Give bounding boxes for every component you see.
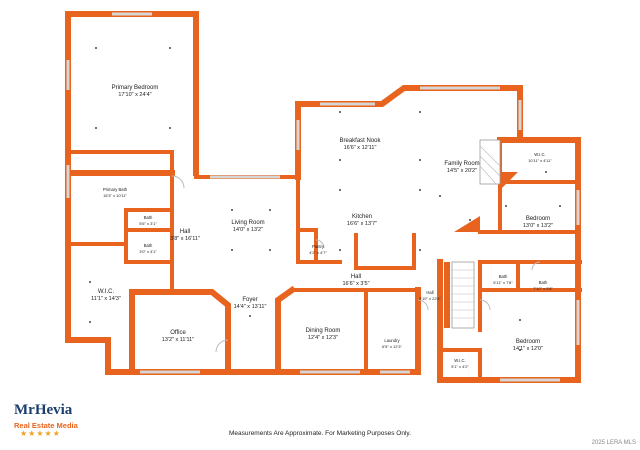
dims-bath-b: 3'0" x 4'1": [139, 249, 157, 254]
dims-bath-a: 5'6" x 3'1": [139, 221, 157, 226]
doors: [171, 175, 541, 353]
dims-primary-bath: 15'3" x 10'11": [103, 193, 127, 198]
stair-rail: [444, 262, 450, 328]
dims-wic-east: 10'11" x 4'11": [528, 158, 552, 163]
wall-office: [129, 289, 231, 375]
fixtures: [89, 47, 561, 351]
dims-bedroom-east: 13'0" x 13'2": [523, 223, 553, 229]
dims-primary-bedroom: 17'10" x 24'4": [118, 92, 151, 98]
dims-hall-center: 16'6" x 3'5": [342, 281, 369, 287]
label-laundry: Laundry: [384, 338, 400, 343]
brand-logo: MrHevia Real Estate Media ★★★★★: [12, 398, 92, 440]
label-pantry: Pantry: [312, 244, 325, 249]
logo-stars: ★★★★★: [20, 429, 61, 438]
dims-foyer: 14'4" x 13'11": [234, 304, 267, 310]
wall-dining: [275, 285, 421, 375]
wall-kitchen-block: [295, 85, 523, 180]
dims-family-room: 14'5" x 20'2": [447, 168, 477, 174]
wall-east-wing: [437, 137, 581, 383]
logo-subtitle: Real Estate Media: [14, 421, 78, 430]
wall-primary-bedroom: [65, 11, 199, 176]
label-dining-room: Dining Room: [306, 328, 341, 334]
label-breakfast-nook: Breakfast Nook: [339, 138, 381, 144]
label-office: Office: [170, 330, 186, 336]
disclaimer-text: Measurements Are Approximate. For Market…: [229, 430, 411, 437]
label-primary-bath: Primary Bath: [103, 187, 128, 192]
label-family-room: Family Room: [444, 161, 479, 167]
dims-kitchen: 16'6" x 13'7": [347, 221, 377, 227]
dims-bath-c: 5'11" x 7'8": [493, 280, 513, 285]
copyright-text: 2025 LERA MLS: [591, 440, 636, 446]
dims-laundry: 6'5" x 12'3": [382, 344, 402, 349]
windows: [66, 12, 580, 382]
dims-dining-room: 12'4" x 12'3": [308, 335, 338, 341]
dims-hall-east: 9'10" x 22'4": [419, 296, 442, 301]
label-wic-east: W.I.C.: [534, 152, 545, 157]
label-bath-c: Bath: [499, 274, 508, 279]
wall-west-wing: [65, 152, 135, 375]
label-foyer: Foyer: [242, 297, 257, 303]
dims-bath-d: 7'10" x 5'8": [533, 286, 553, 291]
counter-wedge: [454, 216, 480, 232]
logo-name: MrHevia: [14, 402, 73, 418]
dims-breakfast-nook: 16'6" x 12'11": [344, 145, 377, 151]
label-living-room: Living Room: [231, 220, 264, 226]
label-hall-east: Hall: [426, 290, 433, 295]
fireplace-wedge: [500, 172, 518, 190]
dims-bedroom-south: 14'1" x 12'0": [513, 346, 543, 352]
label-bath-a: Bath: [144, 215, 153, 220]
label-bedroom-east: Bedroom: [526, 216, 550, 222]
dims-wic-west: 11'1" x 14'3": [91, 296, 121, 302]
exterior-walls: [65, 11, 582, 383]
label-hall-west: Hall: [180, 229, 190, 235]
dims-living-room: 14'0" x 13'2": [233, 227, 263, 233]
label-wic-west: W.I.C.: [98, 289, 115, 295]
dims-hall-west: 3'8" x 16'11": [170, 236, 200, 242]
fireplace: [479, 139, 501, 185]
label-wic-south: W.I.C.: [454, 358, 465, 363]
dims-wic-south: 5'1" x 4'2": [451, 364, 469, 369]
dims-office: 13'2" x 11'11": [162, 337, 194, 343]
label-kitchen: Kitchen: [352, 214, 372, 220]
dims-pantry: 4'2" x 4'7": [309, 250, 327, 255]
label-bath-b: Bath: [144, 243, 153, 248]
label-bath-d: Bath: [539, 280, 548, 285]
staircase: [444, 261, 475, 329]
label-hall-center: Hall: [351, 274, 361, 280]
label-primary-bedroom: Primary Bedroom: [112, 85, 159, 91]
label-bedroom-south: Bedroom: [516, 339, 540, 345]
room-labels: Primary Bedroom 17'10" x 24'4" Primary B…: [91, 85, 553, 369]
